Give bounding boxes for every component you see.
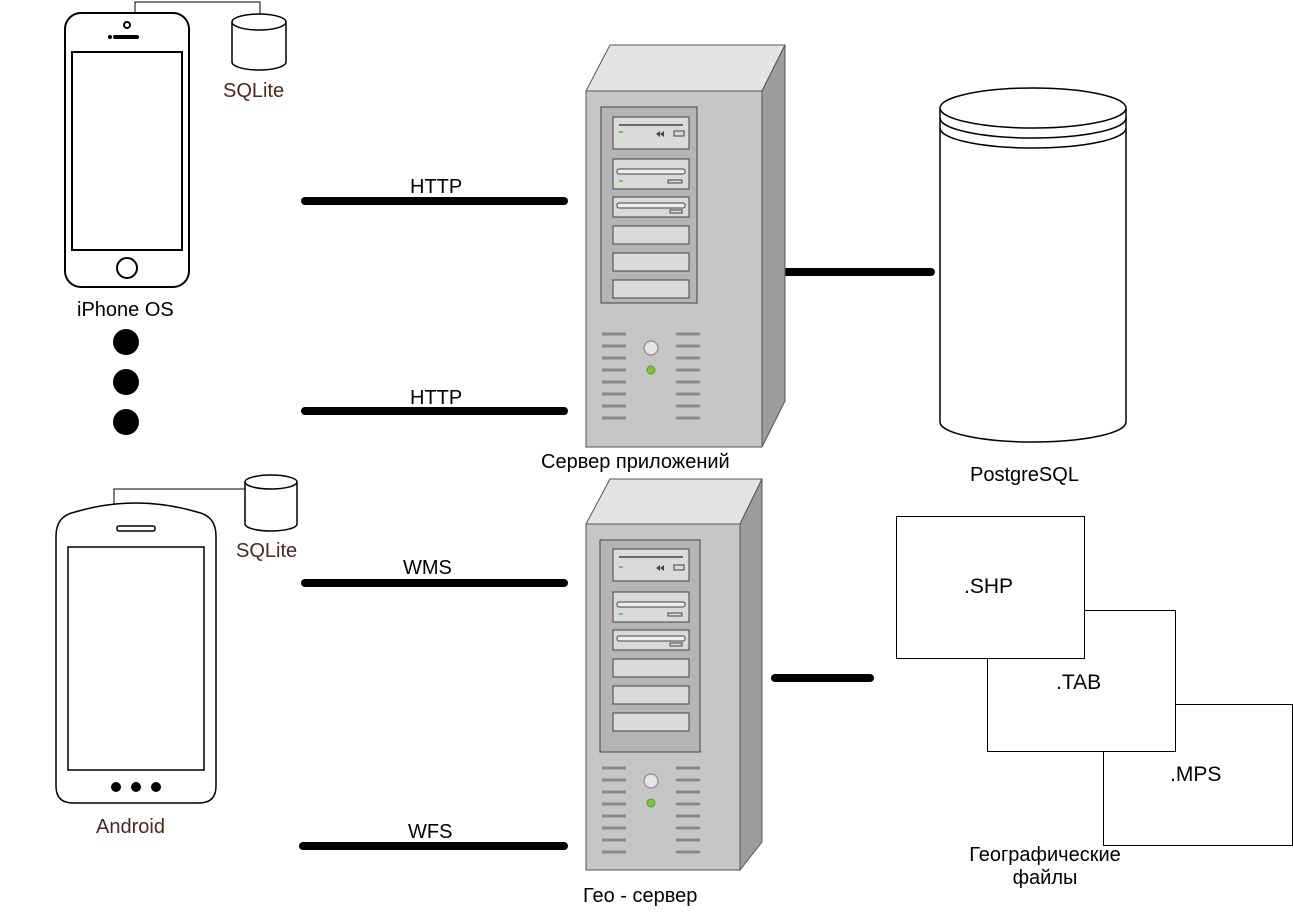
iphone-sqlite-icon: [231, 13, 287, 71]
iphone-icon: [64, 12, 190, 288]
ellipsis-dot-icon: [113, 409, 139, 435]
postgresql-database-icon: [939, 87, 1127, 443]
http-label-top: HTTP: [410, 176, 463, 198]
file-ext-tab: .TAB: [1056, 671, 1102, 694]
ellipsis-dot-icon: [113, 329, 139, 355]
iphone-sqlite-label: SQLite: [223, 80, 285, 102]
postgresql-label: PostgreSQL: [970, 464, 1079, 486]
file-ext-mps: .MPS: [1170, 763, 1222, 786]
iphone-db-connector: [134, 1, 261, 14]
file-ext-shp: .SHP: [964, 575, 1014, 598]
file-card-shp: .SHP: [896, 516, 1085, 659]
iphone-label: iPhone OS: [77, 299, 174, 321]
http-label-bottom: HTTP: [410, 387, 463, 409]
app-server-detail: [585, 90, 763, 448]
ellipsis-dot-icon: [113, 369, 139, 395]
geo-server-label: Гео - сервер: [583, 885, 698, 907]
android-sqlite-icon: [244, 474, 298, 532]
wms-label: WMS: [403, 557, 452, 579]
geo-files-caption-line2: файлы: [1012, 867, 1078, 889]
geo-server-icon: [585, 478, 763, 872]
geo-files-caption: Географические файлы: [955, 844, 1135, 890]
android-sqlite-label: SQLite: [236, 540, 298, 562]
android-phone-icon: [55, 502, 217, 804]
geo-files-caption-line1: Географические: [969, 844, 1121, 866]
wfs-label: WFS: [408, 821, 453, 843]
app-server-label: Сервер приложений: [541, 451, 730, 473]
android-label: Android: [96, 816, 165, 838]
